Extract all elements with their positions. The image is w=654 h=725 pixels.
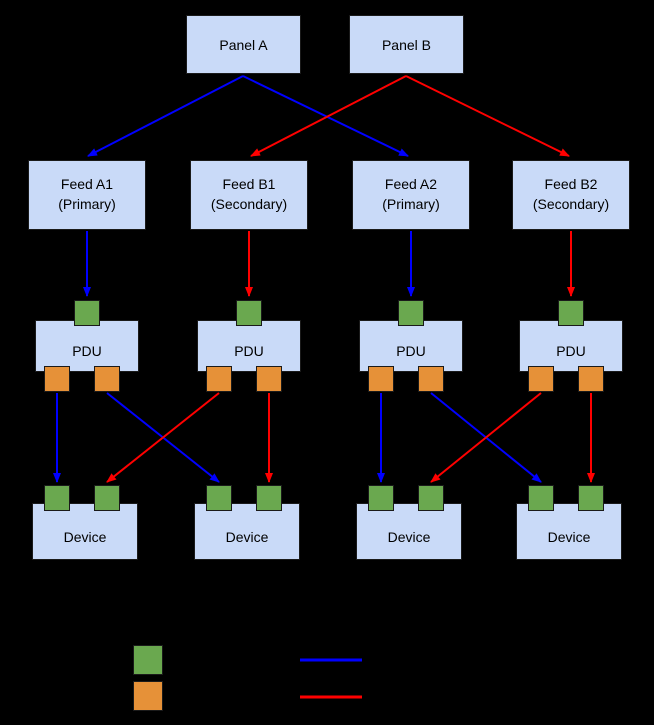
feed-b1-node: Feed B1 (Secondary): [190, 160, 308, 230]
panel-a-node: Panel A: [186, 15, 301, 74]
pdu-2-label: PDU: [234, 343, 264, 359]
pdu-3-input-port: [398, 300, 424, 326]
device-1-node: Device: [32, 503, 138, 560]
device-3-label: Device: [387, 528, 431, 545]
panel-b-node: Panel B: [349, 15, 464, 74]
edge-panel-a-to-feed-a2: [242, 75, 409, 157]
pdu-3-output-port-right: [418, 366, 444, 392]
pdu-4-node: PDU: [519, 320, 623, 372]
device-4-node: Device: [516, 503, 622, 560]
device-2-label: Device: [225, 528, 269, 545]
pdu-1-label: PDU: [72, 343, 102, 359]
edge-panel-a-to-feed-a1: [87, 75, 244, 157]
pdu-4-output-port-right: [578, 366, 604, 392]
device-3-input-port-right: [418, 485, 444, 511]
pdu-4-input-port: [558, 300, 584, 326]
pdu-3-node: PDU: [359, 320, 463, 372]
pdu-2-output-port-left: [206, 366, 232, 392]
edge-panel-b-to-feed-b2: [405, 75, 570, 157]
pdu-1-input-port: [74, 300, 100, 326]
legend-output-port-swatch: [133, 681, 163, 711]
pdu-2-output-port-right: [256, 366, 282, 392]
device-3-input-port-left: [368, 485, 394, 511]
feed-b1-label: Feed B1 (Secondary): [210, 176, 288, 212]
panel-b-label: Panel B: [381, 36, 432, 53]
feed-a2-node: Feed A2 (Primary): [352, 160, 470, 230]
feed-b2-label: Feed B2 (Secondary): [532, 176, 610, 212]
edge-pdu-3-to-device-4: [430, 392, 542, 483]
feed-b2-node: Feed B2 (Secondary): [512, 160, 630, 230]
edge-pdu-2-to-device-1: [106, 392, 220, 483]
feed-a2-label: Feed A2 (Primary): [382, 176, 440, 212]
pdu-3-output-port-left: [368, 366, 394, 392]
pdu-2-input-port: [236, 300, 262, 326]
pdu-3-label: PDU: [396, 343, 426, 359]
device-1-input-port-right: [94, 485, 120, 511]
device-1-label: Device: [63, 528, 107, 545]
pdu-1-output-port-left: [44, 366, 70, 392]
pdu-1-node: PDU: [35, 320, 139, 372]
pdu-2-node: PDU: [197, 320, 301, 372]
edge-pdu-4-to-device-3: [430, 392, 542, 483]
device-2-input-port-left: [206, 485, 232, 511]
device-4-input-port-right: [578, 485, 604, 511]
device-4-input-port-left: [528, 485, 554, 511]
edge-panel-b-to-feed-b1: [250, 75, 407, 157]
pdu-4-label: PDU: [556, 343, 586, 359]
edge-pdu-1-to-device-2: [106, 392, 220, 483]
device-1-input-port-left: [44, 485, 70, 511]
feed-a1-node: Feed A1 (Primary): [28, 160, 146, 230]
legend-input-port-swatch: [133, 645, 163, 675]
pdu-4-output-port-left: [528, 366, 554, 392]
device-2-node: Device: [194, 503, 300, 560]
device-2-input-port-right: [256, 485, 282, 511]
pdu-1-output-port-right: [94, 366, 120, 392]
device-4-label: Device: [547, 528, 591, 545]
device-3-node: Device: [356, 503, 462, 560]
panel-a-label: Panel A: [219, 36, 268, 53]
feed-a1-label: Feed A1 (Primary): [58, 176, 116, 212]
